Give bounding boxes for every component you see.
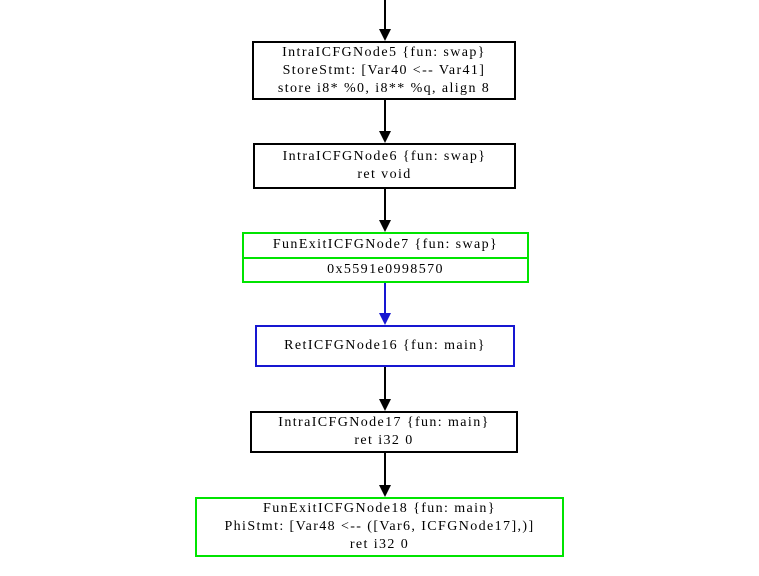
node-funexiticfgnode18: FunExitICFGNode18 {fun: main} PhiStmt: [… bbox=[195, 497, 564, 557]
node-address: 0x5591e0998570 bbox=[327, 261, 444, 277]
node-title-compartment: FunExitICFGNode7 {fun: swap} bbox=[244, 234, 527, 259]
node-intraicfgnode17: IntraICFGNode17 {fun: main} ret i32 0 bbox=[250, 411, 518, 453]
edge-node17-to-node18 bbox=[384, 453, 386, 486]
node-intraicfgnode5: IntraICFGNode5 {fun: swap} StoreStmt: [V… bbox=[252, 41, 516, 100]
node-title: FunExitICFGNode18 {fun: main} bbox=[263, 501, 496, 516]
arrowhead-icon bbox=[379, 399, 391, 411]
node-title: RetICFGNode16 {fun: main} bbox=[284, 338, 486, 353]
node-statement: PhiStmt: [Var48 <-- ([Var6, ICFGNode17],… bbox=[224, 519, 535, 534]
node-ir-instruction: store i8* %0, i8** %q, align 8 bbox=[277, 80, 491, 96]
node-title: IntraICFGNode17 {fun: main} bbox=[278, 415, 490, 430]
node-ir-instruction: ret i32 0 bbox=[349, 537, 410, 552]
edge-top-to-node5 bbox=[384, 0, 386, 30]
arrowhead-icon bbox=[379, 131, 391, 143]
node-funexiticfgnode7: FunExitICFGNode7 {fun: swap} 0x5591e0998… bbox=[242, 232, 529, 283]
node-intraicfgnode6: IntraICFGNode6 {fun: swap} ret void bbox=[253, 143, 516, 189]
node-reticfgnode16: RetICFGNode16 {fun: main} bbox=[255, 325, 515, 367]
node-statement: StoreStmt: [Var40 <-- Var41] bbox=[282, 62, 486, 78]
edge-node5-to-node6 bbox=[384, 100, 386, 132]
arrowhead-icon bbox=[379, 29, 391, 41]
edge-node16-to-node17 bbox=[384, 367, 386, 400]
arrowhead-icon bbox=[379, 485, 391, 497]
arrowhead-icon bbox=[379, 313, 391, 325]
node-title: FunExitICFGNode7 {fun: swap} bbox=[272, 237, 499, 253]
edge-node7-to-node16 bbox=[384, 283, 386, 314]
node-title: IntraICFGNode6 {fun: swap} bbox=[282, 149, 487, 164]
arrowhead-icon bbox=[379, 220, 391, 232]
node-address-compartment: 0x5591e0998570 bbox=[244, 259, 527, 282]
node-title: IntraICFGNode5 {fun: swap} bbox=[282, 44, 486, 60]
node-ir-instruction: ret i32 0 bbox=[354, 433, 414, 448]
node-ir-instruction: ret void bbox=[357, 167, 412, 182]
edge-node6-to-node7 bbox=[384, 189, 386, 221]
